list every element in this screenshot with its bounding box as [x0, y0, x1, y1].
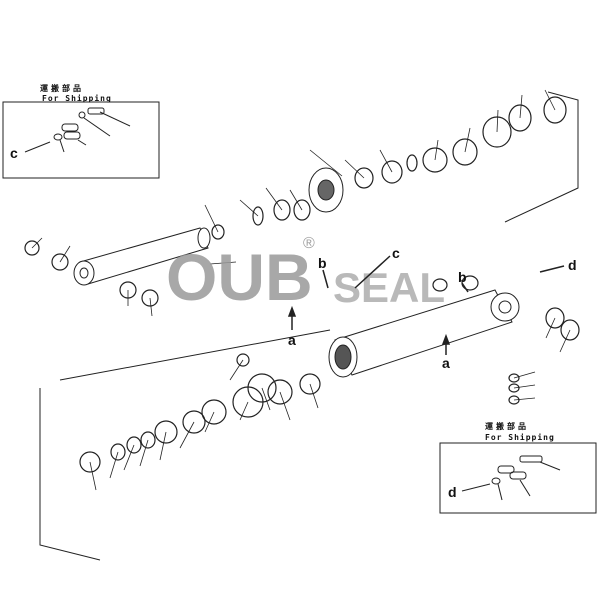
- shipping-title-jp: 運搬部品: [40, 83, 84, 93]
- callout-a-right: a: [442, 355, 450, 371]
- seal-ring: [201, 399, 227, 425]
- callout-d: d: [568, 257, 577, 273]
- frame-line-mid: [59, 329, 331, 381]
- seal-ring: [482, 116, 512, 148]
- leader-line: [464, 127, 471, 153]
- leader-line: [179, 421, 195, 449]
- leader-line: [559, 329, 571, 353]
- seal-ring: [508, 383, 520, 393]
- seal-ring: [182, 410, 206, 434]
- leader-line: [149, 297, 153, 317]
- seal-ring: [422, 147, 448, 173]
- shipping-box-bottom: 運搬部品 For Shipping d: [439, 421, 597, 514]
- leader-line: [89, 461, 97, 491]
- cylinder-barrel: [328, 289, 520, 378]
- seal-ring: [211, 224, 225, 240]
- seal-ring: [299, 373, 321, 395]
- seal-ring: [545, 307, 565, 329]
- shipping-box-top: 運搬部品 For Shipping c: [2, 83, 160, 179]
- callout-b-right: b: [458, 269, 467, 285]
- leader-line: [239, 199, 259, 217]
- callout-d-box: d: [448, 484, 457, 500]
- leader-line: [309, 383, 319, 409]
- seal-ring: [432, 278, 448, 292]
- leader-line: [434, 139, 439, 161]
- leader-line: [59, 245, 71, 263]
- seal-ring: [406, 154, 418, 172]
- callout-arrows: [287, 255, 565, 355]
- leader-line: [344, 159, 365, 179]
- seal-ring: [508, 373, 520, 383]
- piston-rod: [73, 227, 211, 286]
- leader-line: [209, 261, 237, 265]
- leader-line: [496, 109, 499, 133]
- seal-ring: [560, 319, 580, 341]
- leader-line: [265, 187, 283, 211]
- seal-ring: [543, 96, 567, 124]
- leader-line: [519, 94, 523, 119]
- watermark: OUB SEAL ®: [166, 235, 445, 314]
- watermark-secondary: SEAL: [333, 264, 445, 311]
- leader-line: [204, 204, 219, 233]
- leader-line: [123, 444, 135, 471]
- leader-line: [261, 387, 271, 411]
- leader-line: [109, 451, 119, 479]
- seal-ring: [252, 206, 264, 226]
- leader-line: [513, 384, 536, 389]
- seal-ring: [452, 138, 478, 166]
- leader-line: [379, 149, 393, 173]
- leader-line: [513, 371, 536, 379]
- cylinder-head: [308, 167, 344, 213]
- shipping-title-jp: 運搬部品: [485, 421, 529, 431]
- callout-b-left: b: [318, 255, 327, 271]
- seal-ring: [110, 443, 126, 461]
- leader-line: [289, 189, 303, 211]
- watermark-main: OUB: [166, 240, 313, 314]
- seal-ring: [267, 379, 293, 405]
- frame-line-bottom-left: [39, 388, 101, 561]
- seal-ring: [293, 199, 311, 221]
- frame-line-top-right: [504, 91, 579, 223]
- seal-ring: [232, 386, 264, 418]
- seal-ring: [126, 436, 142, 454]
- seal-ring: [141, 289, 159, 307]
- leader-line: [159, 431, 167, 461]
- seal-ring: [24, 240, 40, 256]
- leader-line: [279, 391, 291, 421]
- seal-ring: [247, 373, 277, 403]
- leader-line: [239, 401, 249, 421]
- leader-line: [309, 149, 343, 177]
- seal-ring: [381, 160, 403, 184]
- seal-ring: [508, 395, 520, 405]
- callout-c-box: c: [10, 145, 18, 161]
- callout-a-left: a: [288, 332, 296, 348]
- watermark-mark: ®: [303, 235, 315, 252]
- leader-line: [139, 439, 149, 467]
- shipping-title-en: For Shipping: [42, 93, 112, 103]
- shipping-title-en: For Shipping: [485, 432, 555, 442]
- seal-ring: [79, 451, 101, 473]
- seal-ring: [508, 104, 532, 132]
- leader-line: [31, 237, 43, 249]
- leader-line: [229, 359, 244, 381]
- seal-ring: [236, 353, 250, 367]
- seal-ring: [273, 199, 291, 221]
- leader-line: [204, 411, 215, 433]
- leader-line: [545, 317, 556, 339]
- seal-ring: [140, 431, 156, 449]
- seal-ring: [354, 167, 374, 189]
- leader-line: [513, 397, 536, 401]
- seal-ring: [51, 253, 69, 271]
- callout-c: c: [392, 245, 400, 261]
- leader-line: [544, 89, 556, 111]
- seal-ring: [154, 420, 178, 444]
